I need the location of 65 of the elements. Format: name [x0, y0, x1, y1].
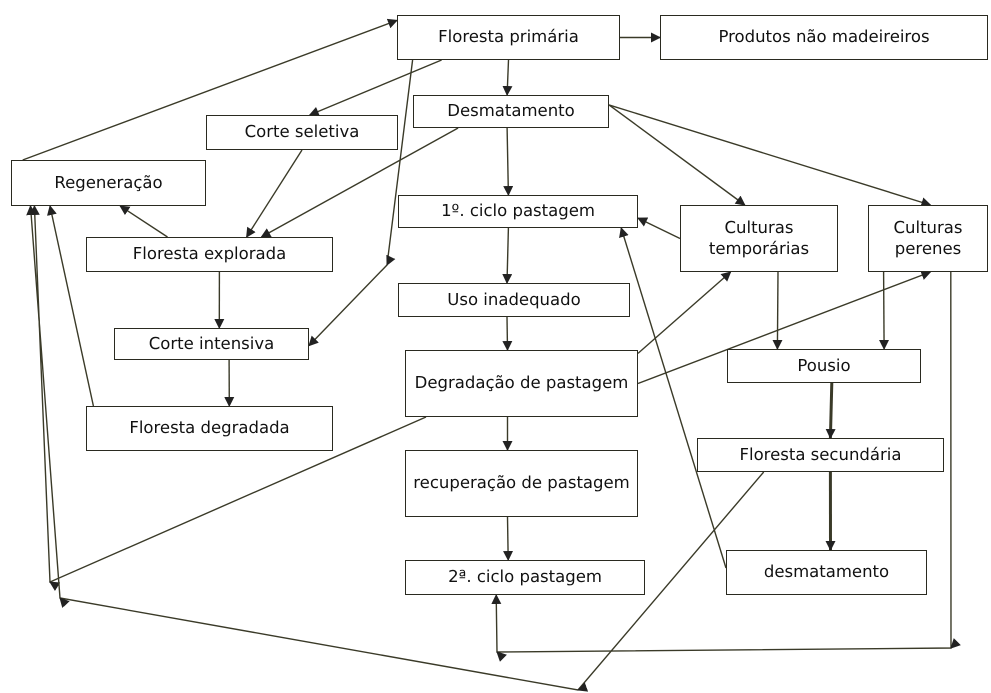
- arrow: [502, 317, 512, 351]
- process-box: [727, 349, 921, 383]
- arrow: [638, 271, 732, 354]
- arrow: [502, 417, 512, 451]
- process-box: [405, 450, 638, 517]
- arrow: [826, 472, 836, 551]
- box-label: Floresta degradada: [129, 418, 290, 439]
- process-box: [405, 560, 645, 595]
- arrow: [47, 205, 94, 406]
- box-label: Pousio: [797, 356, 851, 376]
- box-label: Floresta secundária: [740, 444, 902, 466]
- arrow: [503, 516, 514, 561]
- arrow: [308, 59, 442, 116]
- arrow: [308, 60, 414, 346]
- box-label: Regeneração: [54, 172, 163, 194]
- arrow: [620, 32, 661, 42]
- process-box: [868, 205, 988, 272]
- box-label: Corte seletiva: [244, 122, 360, 143]
- process-box: [11, 160, 206, 206]
- box-label: Floresta primária: [438, 27, 579, 48]
- process-box: [397, 15, 620, 60]
- box-label: recuperação de pastagem: [413, 473, 630, 494]
- arrow: [608, 104, 746, 206]
- arrow: [638, 270, 932, 384]
- arrow: [608, 104, 932, 208]
- arrow: [32, 206, 426, 591]
- process-box: [114, 328, 309, 360]
- box-label: Culturas temporárias: [708, 218, 810, 260]
- box-label: Degradação de pastagem: [414, 373, 628, 394]
- arrow: [503, 128, 514, 196]
- arrow: [619, 227, 727, 568]
- arrow: [502, 60, 512, 96]
- arrow: [22, 18, 398, 161]
- arrow: [637, 217, 680, 240]
- arrow: [119, 205, 168, 238]
- process-box: [726, 550, 927, 595]
- process-box: [398, 283, 630, 317]
- box-label: Floresta explorada: [132, 244, 286, 265]
- arrow: [260, 127, 458, 238]
- arrow: [224, 360, 234, 407]
- process-box: [206, 115, 398, 150]
- arrow: [879, 272, 890, 350]
- process-box: [405, 350, 638, 417]
- box-label: Desmatamento: [447, 101, 575, 122]
- arrow: [772, 272, 782, 350]
- box-label: Corte intensiva: [148, 334, 274, 354]
- arrow: [492, 272, 961, 662]
- process-box: [697, 438, 944, 472]
- process-box: [660, 15, 988, 60]
- arrow: [214, 272, 224, 329]
- box-label: Produtos não madeireiros: [718, 27, 930, 48]
- arrow: [26, 206, 764, 692]
- box-label: 1º. ciclo pastagem: [441, 201, 595, 222]
- arrow: [502, 228, 512, 284]
- process-box: [86, 237, 333, 272]
- process-box: [86, 406, 333, 451]
- process-box: [413, 95, 609, 128]
- box-label: 2ª. ciclo pastagem: [448, 567, 602, 588]
- arrow: [826, 382, 836, 439]
- process-box: [398, 195, 638, 228]
- process-box: [680, 205, 838, 272]
- box-label: desmatamento: [764, 562, 890, 583]
- box-label: Uso inadequado: [447, 290, 581, 310]
- box-label: Culturas perenes: [892, 218, 964, 260]
- arrow: [246, 150, 303, 238]
